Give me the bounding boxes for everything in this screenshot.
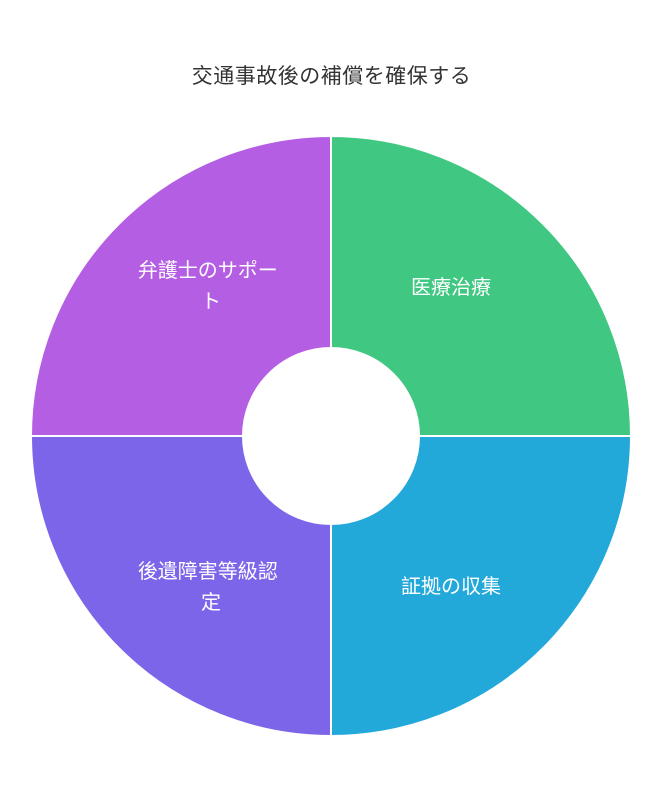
segment-lawyer-label-line-2: ト: [201, 289, 221, 313]
segment-medical-label-line-1: 医療治療: [411, 275, 491, 299]
segment-disability-label-line-1: 後遺障害等級認: [138, 559, 278, 583]
segment-disability: 後遺障害等級認 定: [29, 435, 332, 738]
segment-evidence-shape: [330, 435, 633, 738]
segment-medical-label: 医療治療: [411, 275, 491, 299]
segment-lawyer-shape: [29, 134, 332, 437]
segment-disability-label-line-2: 定: [201, 590, 221, 614]
segment-evidence-label: 証拠の収集: [401, 574, 501, 598]
diagram-title: 交通事故後の補償を確保する: [191, 64, 472, 88]
segment-disability-label: 後遺障害等級認 定: [138, 559, 284, 614]
segment-lawyer-label-line-1: 弁護士のサポー: [138, 258, 278, 282]
segment-medical: 医療治療: [330, 134, 633, 437]
segment-lawyer-label: 弁護士のサポー ト: [138, 258, 284, 313]
segment-disability-shape: [29, 435, 332, 738]
segment-evidence-label-line-1: 証拠の収集: [401, 574, 501, 598]
segment-lawyer: 弁護士のサポー ト: [29, 134, 332, 437]
segment-evidence: 証拠の収集: [330, 435, 633, 738]
donut-center-hole: [244, 349, 418, 523]
segment-medical-shape: [330, 134, 633, 437]
